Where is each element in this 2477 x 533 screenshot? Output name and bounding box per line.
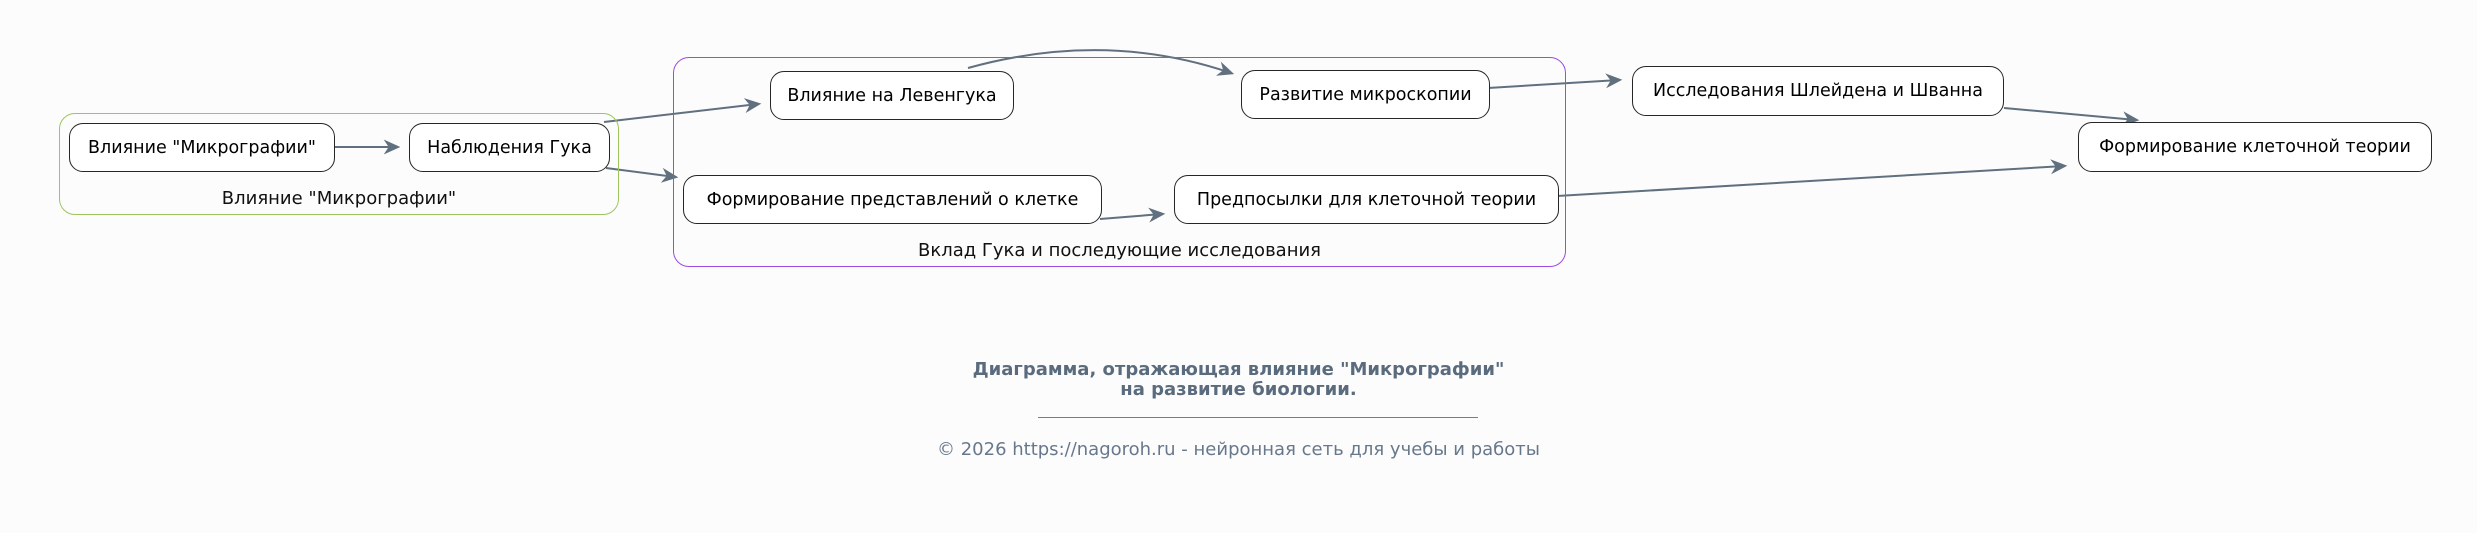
caption-copyright: © 2026 https://nagoroh.ru - нейронная се…	[936, 439, 1540, 460]
caption-divider	[1038, 417, 1478, 418]
caption-title: Диаграмма, отражающая влияние "Микрограф…	[0, 360, 2477, 400]
node-micrographia-influence: Влияние "Микрографии"	[69, 123, 335, 172]
group-hooke-contribution-label: Вклад Гука и последующие исследования	[917, 240, 1321, 261]
group-micrographia-label: Влияние "Микрографии"	[221, 188, 457, 209]
node-cell-theory-prerequisites: Предпосылки для клеточной теории	[1174, 175, 1559, 224]
caption-title-line1: Диаграмма, отражающая влияние "Микрограф…	[972, 359, 1505, 380]
edge-schleiden-to-cell-theory	[2003, 107, 2140, 127]
node-schleiden-schwann-research: Исследования Шлейдена и Шванна	[1632, 66, 2004, 116]
node-microscopy-development: Развитие микроскопии	[1241, 70, 1490, 119]
caption-title-line2: на развитие биологии.	[1120, 379, 1357, 400]
node-cell-concepts-formation: Формирование представлений о клетке	[683, 175, 1102, 224]
group-hooke-contribution: Вклад Гука и последующие исследования	[673, 57, 1566, 267]
node-hooke-observations: Наблюдения Гука	[409, 123, 610, 172]
edge-prerequisites-to-cell-theory	[1556, 159, 2068, 197]
group-micrographia: Влияние "Микрографии"	[59, 113, 619, 215]
node-leeuwenhoek-influence: Влияние на Левенгука	[770, 71, 1014, 120]
node-cell-theory-formation: Формирование клеточной теории	[2078, 122, 2432, 172]
